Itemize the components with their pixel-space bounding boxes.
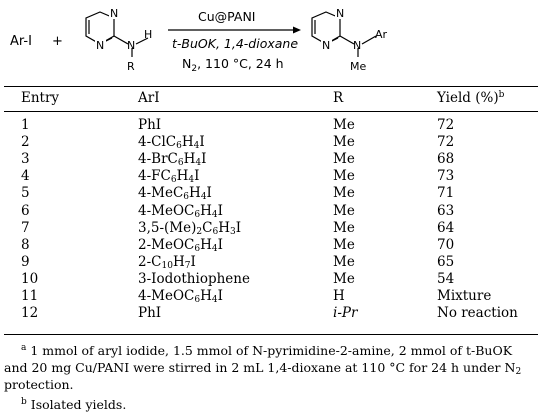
cell-yield: 71	[437, 185, 455, 202]
table-row: 7 3,5-(Me)2C6H3I Me 64	[0, 220, 541, 237]
cell-yield: 72	[437, 134, 455, 151]
cell-r: Me	[333, 117, 355, 133]
table-row: 11 4-MeOC6H4I H Mixture	[0, 288, 541, 305]
cell-aryl-iodide: 4-BrC6H4I	[138, 151, 207, 169]
table-row: 9 2-C10H7I Me 65	[0, 254, 541, 271]
cell-r: Me	[333, 202, 355, 219]
amine-h: H	[144, 28, 152, 41]
cell-r: Me	[333, 134, 355, 151]
cell-entry: 6	[21, 202, 30, 219]
table-row: 3 4-BrC6H4I Me 68	[0, 151, 541, 168]
cell-entry: 11	[21, 288, 39, 304]
table-row: 6 4-MeOC6H4I Me 63	[0, 203, 541, 220]
header-entry: Entry	[21, 90, 60, 106]
cell-aryl-iodide: PhI	[138, 117, 162, 133]
cell-aryl-iodide: 2-MeOC6H4I	[138, 236, 223, 254]
cell-entry: 2	[21, 134, 30, 151]
pyrimidine-n-top: N	[110, 7, 118, 20]
cell-yield: 68	[437, 151, 455, 168]
cell-r: H	[333, 288, 345, 304]
table-row: 12 PhI i-Pr No reaction	[0, 305, 541, 322]
amine-r: R	[127, 60, 135, 73]
cell-aryl-iodide: 4-FC6H4I	[138, 168, 200, 186]
cell-r: i-Pr	[333, 305, 358, 322]
cell-aryl-iodide: 4-MeOC6H4I	[138, 288, 223, 305]
footnote-mark-b: b	[498, 90, 505, 100]
product-amine-n: N	[353, 39, 361, 52]
cell-yield: 72	[437, 117, 455, 133]
cell-aryl-iodide: PhI	[138, 305, 162, 322]
conditions-label: N2, 110 °C, 24 h	[182, 56, 284, 74]
product-n-top: N	[336, 7, 344, 20]
footnote-b: b Isolated yields.	[21, 397, 127, 412]
product-n-bottom: N	[322, 39, 330, 52]
pyrimidine-n-bottom: N	[96, 39, 104, 52]
product-me: Me	[350, 60, 366, 73]
table-row: 2 4-ClC6H4I Me 72	[0, 134, 541, 151]
header-aryl-iodide: ArI	[138, 90, 160, 106]
cell-yield: 65	[437, 253, 455, 270]
cell-aryl-iodide: 3,5-(Me)2C6H3I	[138, 219, 242, 237]
table-row: 10 3-Iodothiophene Me 54	[0, 271, 541, 288]
cell-r: Me	[333, 270, 355, 287]
footnote-a-line2: and 20 mg Cu/PANI were stirred in 2 mL 1…	[4, 360, 522, 377]
cell-yield: No reaction	[437, 305, 518, 322]
cell-yield: 70	[437, 236, 455, 253]
cell-aryl-iodide: 3-Iodothiophene	[138, 270, 250, 287]
header-r: R	[333, 90, 344, 106]
cell-yield: 54	[437, 270, 455, 287]
cell-aryl-iodide: 4-MeOC6H4I	[138, 202, 223, 220]
cell-r: Me	[333, 168, 355, 185]
cell-entry: 8	[21, 236, 30, 253]
table-row: 1 PhI Me 72	[0, 117, 541, 134]
table-row: 5 4-MeC6H4I Me 71	[0, 185, 541, 202]
cell-entry: 1	[21, 117, 30, 133]
footnote-a-line3: protection.	[4, 377, 74, 392]
cell-entry: 7	[21, 219, 30, 236]
cell-entry: 4	[21, 168, 30, 185]
cell-r: Me	[333, 219, 355, 236]
cell-aryl-iodide: 2-C10H7I	[138, 253, 196, 271]
cell-aryl-iodide: 4-MeC6H4I	[138, 185, 212, 203]
base-solvent-label: t-BuOK, 1,4-dioxane	[172, 36, 298, 51]
cell-yield: 63	[437, 202, 455, 219]
scheme-plus-sign: +	[52, 34, 63, 49]
cell-entry: 9	[21, 253, 30, 270]
cell-yield: 73	[437, 168, 455, 185]
cell-entry: 12	[21, 305, 39, 322]
table-top-rule	[4, 86, 538, 87]
scheme-reactant-aryl-iodide: Ar-I	[10, 34, 32, 49]
catalyst-label: Cu@PANI	[198, 9, 255, 24]
cell-aryl-iodide: 4-ClC6H4I	[138, 134, 205, 152]
table-row: 4 4-FC6H4I Me 73	[0, 168, 541, 185]
cell-yield: 64	[437, 219, 455, 236]
cell-entry: 10	[21, 270, 39, 287]
reaction-scheme: Ar-I + N N N H R Cu@PANI t-BuOK, 1,4-dio…	[10, 7, 388, 74]
header-yield: Yield (%)b	[437, 90, 505, 106]
product-ar: Ar	[375, 28, 388, 41]
cell-r: Me	[333, 185, 355, 202]
cell-entry: 3	[21, 151, 30, 168]
table-row: 8 2-MeOC6H4I Me 70	[0, 237, 541, 254]
cell-r: Me	[333, 253, 355, 270]
cell-yield: Mixture	[437, 288, 492, 304]
cell-entry: 5	[21, 185, 30, 202]
cell-r: Me	[333, 151, 355, 168]
amine-n: N	[127, 39, 135, 52]
footnote-a-line1: a 1 mmol of aryl iodide, 1.5 mmol of N-p…	[21, 343, 513, 358]
cell-r: Me	[333, 236, 355, 253]
table-bottom-rule	[4, 334, 538, 335]
table-header-rule	[4, 111, 538, 112]
